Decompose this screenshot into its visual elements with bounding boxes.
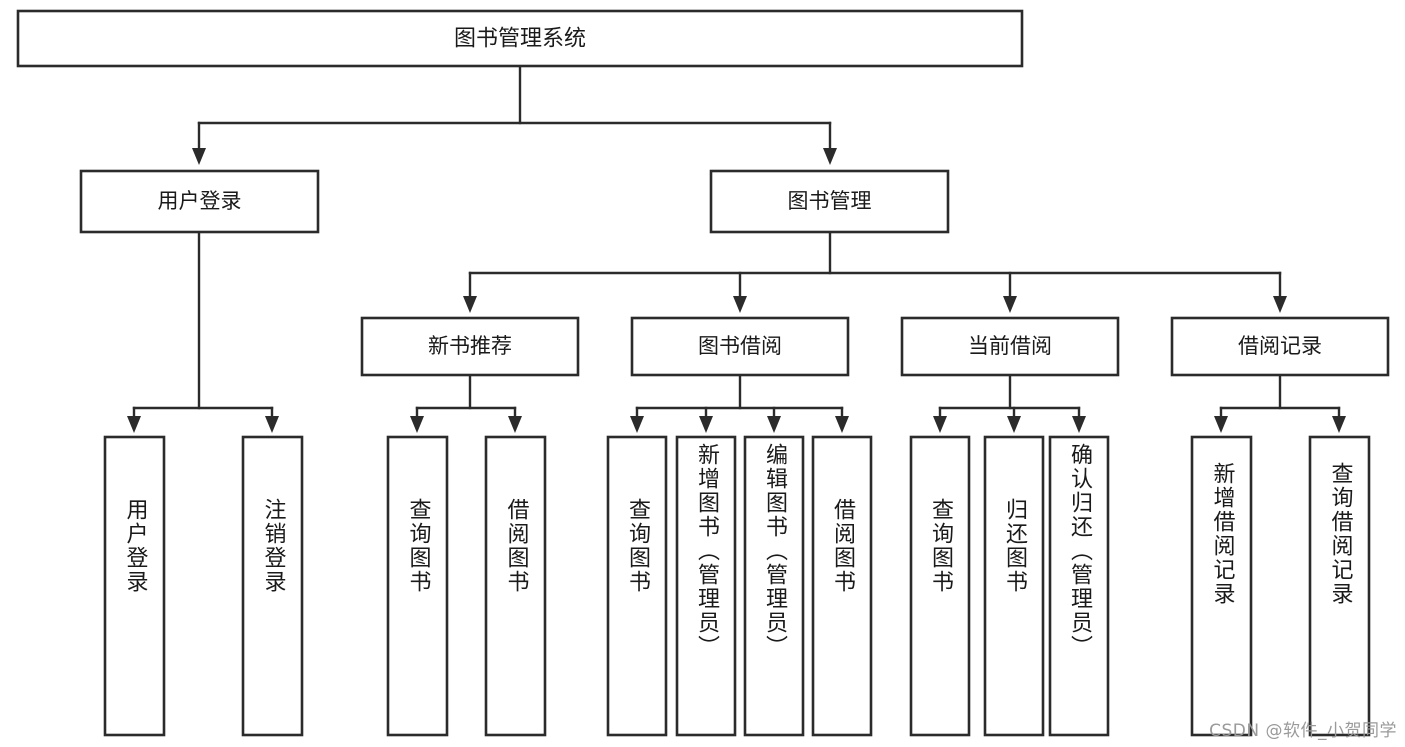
node-box-user-login[interactable]	[79, 169, 320, 234]
node-box-root[interactable]	[16, 9, 1024, 68]
node-box-cb-return-book[interactable]	[983, 435, 1045, 737]
arrow-bb-borrow-book	[835, 416, 849, 433]
node-box-new-book-recommend[interactable]	[360, 316, 580, 377]
node-box-user-login-do[interactable]	[103, 435, 166, 737]
arrow-cb-confirm-return	[1072, 416, 1086, 433]
node-label-root: 图书管理系统	[454, 27, 586, 52]
arrow-br-query-record	[1332, 416, 1346, 433]
arrow-user-logout	[265, 416, 279, 433]
node-box-cb-query-book[interactable]	[909, 435, 971, 737]
connector-group-book-manage	[463, 230, 1287, 313]
node-box-bb-add-book[interactable]	[675, 435, 737, 737]
node-box-borrow-record[interactable]	[1170, 316, 1390, 377]
arrow-nb-query-book	[410, 416, 424, 433]
node-box-bb-borrow-book[interactable]	[811, 435, 873, 737]
arrow-cb-return-book	[1007, 416, 1021, 433]
arrow-to-book-manage	[823, 148, 837, 165]
node-box-nb-borrow-book[interactable]	[484, 435, 547, 737]
connector-group-borrow-record	[1214, 373, 1346, 433]
node-box-br-query-record[interactable]	[1308, 435, 1371, 737]
arrow-to-new-book-recommend	[463, 296, 477, 313]
node-label-borrow-record: 借阅记录	[1238, 334, 1322, 358]
node-box-current-borrow[interactable]	[900, 316, 1120, 377]
node-label-new-book-recommend: 新书推荐	[428, 334, 512, 358]
node-label-current-borrow: 当前借阅	[968, 334, 1052, 358]
node-label-book-manage: 图书管理	[788, 189, 872, 213]
connector-group-book-borrow	[630, 373, 849, 433]
arrow-bb-add-book	[699, 416, 713, 433]
connector-group-user-login	[127, 230, 279, 433]
arrow-nb-borrow-book	[508, 416, 522, 433]
connector-group-root	[192, 64, 837, 165]
arrow-user-login-do	[127, 416, 141, 433]
node-box-bb-edit-book[interactable]	[743, 435, 805, 737]
arrow-br-add-record	[1214, 416, 1228, 433]
arrow-to-borrow-record	[1273, 296, 1287, 313]
arrow-bb-query-book	[630, 416, 644, 433]
node-label-book-borrow: 图书借阅	[698, 334, 782, 358]
arrow-cb-query-book	[933, 416, 947, 433]
connector-group-new-book-recommend	[410, 373, 522, 433]
node-box-book-borrow[interactable]	[630, 316, 850, 377]
node-box-br-add-record[interactable]	[1190, 435, 1253, 737]
node-box-cb-confirm-return[interactable]	[1048, 435, 1110, 737]
node-box-user-logout[interactable]	[241, 435, 304, 737]
node-label-user-login: 用户登录	[158, 189, 242, 213]
arrow-to-current-borrow	[1003, 296, 1017, 313]
node-box-bb-query-book[interactable]	[606, 435, 668, 737]
node-box-book-manage[interactable]	[709, 169, 950, 234]
node-box-nb-query-book[interactable]	[386, 435, 449, 737]
connector-group-current-borrow	[933, 373, 1086, 433]
arrow-to-book-borrow	[733, 296, 747, 313]
arrow-to-user-login	[192, 148, 206, 165]
arrow-bb-edit-book	[767, 416, 781, 433]
csdn-watermark: CSDN @软件_小贺同学	[1209, 721, 1397, 741]
